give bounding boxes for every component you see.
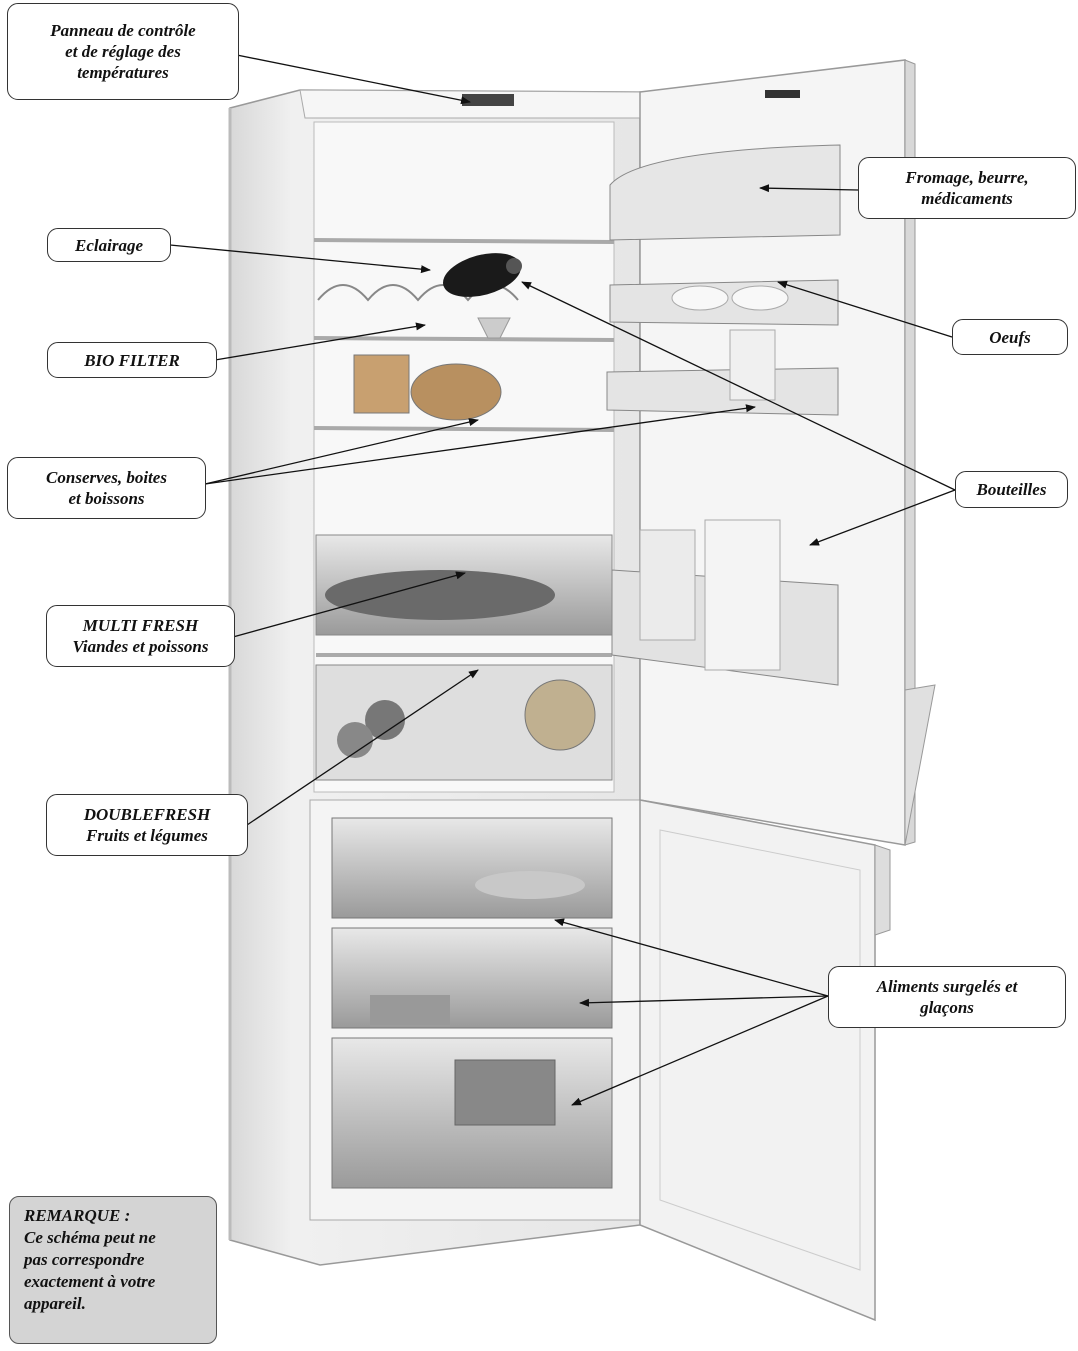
label-bouteilles: Bouteilles (955, 471, 1068, 508)
door-display (765, 90, 800, 98)
label-doublefresh: DOUBLEFRESH Fruits et légumes (46, 794, 248, 856)
label-panneau: Panneau de contrôle et de réglage des te… (7, 3, 239, 100)
fridge-body (230, 90, 640, 1265)
label-oeufs: Oeufs (952, 319, 1068, 355)
label-eclairage: Eclairage (47, 228, 171, 262)
label-conserves: Conserves, boites et boissons (7, 457, 206, 519)
label-fromage: Fromage, beurre, médicaments (858, 157, 1076, 219)
control-panel-display (462, 94, 514, 106)
freezer-drawer-1 (332, 818, 612, 918)
label-surgeles: Aliments surgelés et glaçons (828, 966, 1066, 1028)
remarque-note: REMARQUE : Ce schéma peut ne pas corresp… (9, 1196, 217, 1344)
label-multi-fresh: MULTI FRESH Viandes et poissons (46, 605, 235, 667)
label-bio-filter: BIO FILTER (47, 342, 217, 378)
